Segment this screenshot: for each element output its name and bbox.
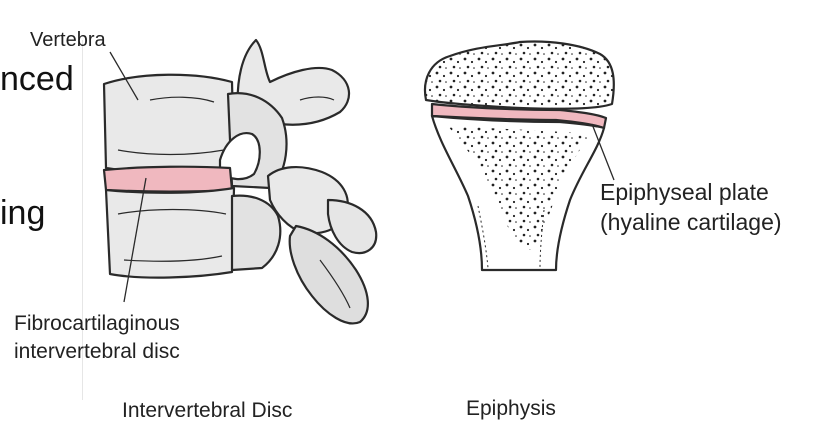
epiphyseal-plate-label-line-2: (hyaline cartilage) (600, 209, 782, 235)
epiphysis-leader-lines (591, 123, 615, 181)
plate-leader-line (591, 123, 615, 181)
shaft-spongy-bone (448, 126, 590, 250)
vertebra-illustration (102, 38, 378, 325)
epiphysis-illustration (423, 40, 615, 272)
slide-divider (82, 40, 83, 400)
transverse-process (288, 224, 369, 325)
upper-vertebral-body (102, 73, 236, 174)
vertebra-label: Vertebra (30, 29, 106, 51)
disc-label-line-2: intervertebral disc (14, 340, 180, 363)
lower-neural-arch (230, 194, 282, 272)
intervertebral-disc-caption: Intervertebral Disc (122, 399, 293, 422)
disc-label-line-1: Fibrocartilaginous (14, 312, 180, 335)
slide-text-fragment-2: ing (0, 194, 46, 232)
epiphysis-head (423, 40, 615, 110)
slide-text-fragment-1: nced (0, 60, 74, 98)
lower-vertebral-body (104, 186, 236, 279)
lower-process (326, 198, 378, 255)
intervertebral-disc (102, 165, 234, 193)
vertebra-leader-lines (109, 51, 147, 303)
vertebra-leader-line (109, 51, 139, 101)
disc-leader-line (123, 177, 147, 303)
epiphyseal-plate-label-line-1: Epiphyseal plate (600, 179, 769, 205)
epiphysis-caption: Epiphysis (466, 397, 556, 420)
